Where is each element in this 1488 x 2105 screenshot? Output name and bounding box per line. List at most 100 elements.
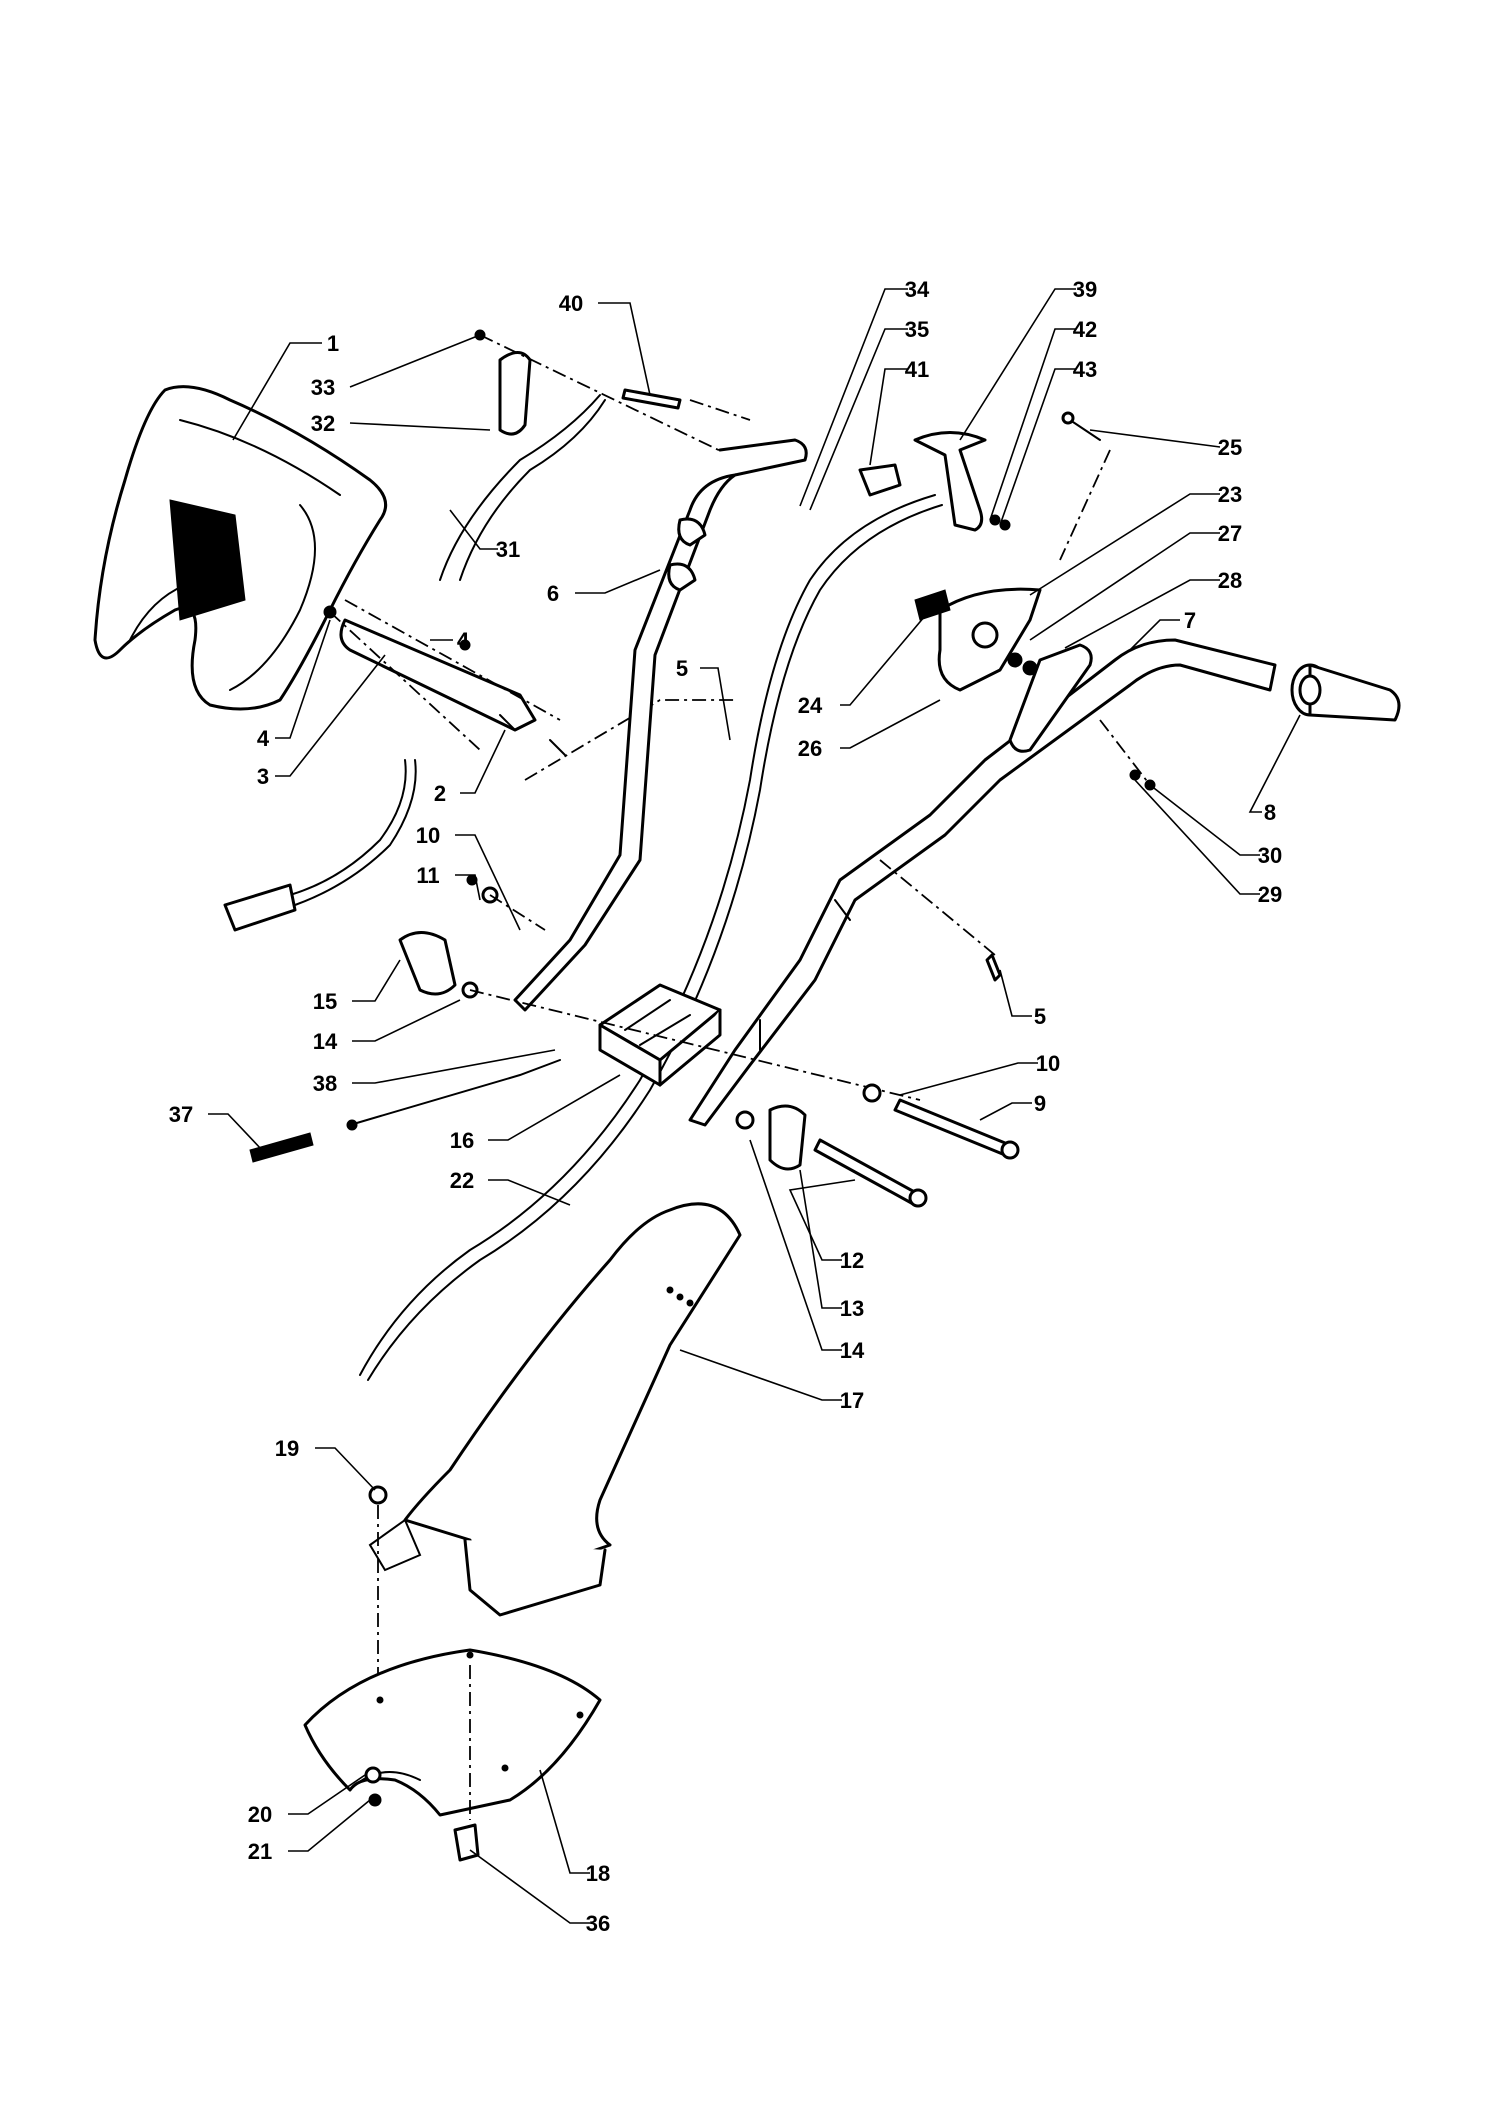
- bolt-part-25: [1059, 411, 1111, 561]
- leader-line: [352, 999, 461, 1042]
- clip-part-28: [1008, 643, 1093, 753]
- part-number: 28: [1218, 568, 1242, 593]
- part-label-23: 23: [1029, 482, 1242, 596]
- handlebar-part-7: [688, 638, 1277, 1127]
- part-label-27: 27: [1029, 521, 1242, 641]
- part-label-2: 2: [434, 729, 506, 806]
- leader-line: [1149, 784, 1260, 856]
- part-number: 15: [313, 989, 337, 1014]
- part-label-10: 10: [899, 1051, 1060, 1096]
- part-number: 4: [257, 726, 270, 751]
- part-number: 25: [1218, 435, 1242, 460]
- leader-line: [959, 288, 1076, 441]
- part-label-14: 14: [749, 1139, 865, 1363]
- part-number: 19: [275, 1436, 299, 1461]
- cable-part-31: [439, 329, 761, 581]
- cable-part-38: [346, 1059, 561, 1131]
- leader-line: [899, 1062, 1038, 1096]
- part-number: 16: [450, 1128, 474, 1153]
- part-number: 10: [416, 823, 440, 848]
- leader-line: [840, 699, 941, 749]
- part-number: 30: [1258, 843, 1282, 868]
- part-label-29: 29: [1134, 779, 1282, 907]
- part-number: 5: [676, 656, 688, 681]
- part-number: 13: [840, 1296, 864, 1321]
- leader-line: [840, 609, 931, 706]
- part-label-34: 34: [799, 277, 930, 507]
- leader-line: [799, 1169, 842, 1309]
- part-number: 17: [840, 1388, 864, 1413]
- leader-line: [232, 342, 322, 441]
- part-label-6: 6: [547, 569, 661, 606]
- part-number: 38: [313, 1071, 337, 1096]
- part-number: 29: [1258, 882, 1282, 907]
- part-label-20: 20: [248, 1774, 366, 1827]
- leader-line: [809, 328, 908, 511]
- part-number: 26: [798, 736, 822, 761]
- leader-line: [679, 1349, 842, 1401]
- part-label-12: 12: [788, 1179, 864, 1273]
- part-label-14: 14: [313, 999, 461, 1054]
- nuts-part-29-30: [1099, 719, 1156, 791]
- bracket-part-3: [323, 599, 561, 751]
- part-label-25: 25: [1089, 429, 1242, 460]
- part-label-4: 4: [430, 628, 470, 653]
- part-label-17: 17: [679, 1349, 864, 1413]
- part-number: 14: [840, 1338, 865, 1363]
- part-labels: 1333240343541394243253162327287452426438…: [169, 277, 1301, 1936]
- part-label-22: 22: [450, 1168, 571, 1206]
- part-label-5: 5: [999, 969, 1046, 1029]
- cable-part-22: [359, 494, 943, 1381]
- part-number: 22: [450, 1168, 474, 1193]
- part-label-10: 10: [416, 823, 521, 931]
- leader-line: [1248, 714, 1301, 813]
- leader-line: [349, 422, 491, 431]
- leader-line: [349, 334, 481, 388]
- lever-part-39: [858, 431, 1011, 532]
- part-label-5: 5: [676, 656, 731, 741]
- leader-line: [315, 1447, 376, 1491]
- part-label-40: 40: [559, 291, 651, 396]
- control-bracket-part-23: [914, 587, 1042, 692]
- part-number: 42: [1073, 317, 1097, 342]
- lower-guard-part-18: [303, 1648, 602, 1820]
- part-number: 12: [840, 1248, 864, 1273]
- part-number: 18: [586, 1861, 610, 1886]
- leader-line: [449, 509, 498, 550]
- leader-line: [788, 1179, 856, 1261]
- part-label-1: 1: [232, 331, 339, 441]
- part-number: 7: [1184, 608, 1196, 633]
- part-number: 20: [248, 1802, 272, 1827]
- part-number: 31: [496, 537, 520, 562]
- leader-line: [700, 667, 731, 741]
- leader-line: [575, 569, 661, 594]
- leader-line: [999, 368, 1076, 526]
- part-number: 35: [905, 317, 929, 342]
- leader-line: [275, 654, 386, 777]
- spring-part-37: [249, 1132, 314, 1163]
- part-label-42: 42: [989, 317, 1097, 521]
- cover-part-1: [93, 385, 388, 711]
- leader-line: [1029, 532, 1220, 641]
- leader-line: [352, 959, 401, 1002]
- part-number: 34: [905, 277, 930, 302]
- leader-line: [469, 1849, 590, 1924]
- leader-line: [455, 874, 481, 901]
- leader-line: [1134, 779, 1260, 895]
- part-number: 41: [905, 357, 929, 382]
- part-label-3: 3: [257, 654, 386, 789]
- knob-part-15: [398, 874, 921, 1101]
- leader-line: [598, 302, 651, 396]
- part-label-37: 37: [169, 1102, 263, 1151]
- part-label-30: 30: [1149, 784, 1282, 868]
- leader-line: [288, 1799, 371, 1852]
- part-label-35: 35: [809, 317, 929, 511]
- part-label-38: 38: [313, 1049, 556, 1096]
- bolt-part-5: [879, 859, 1002, 982]
- part-number: 27: [1218, 521, 1242, 546]
- leader-line: [539, 1769, 590, 1874]
- leader-line: [488, 1179, 571, 1206]
- part-number: 36: [586, 1911, 610, 1936]
- part-number: 10: [1036, 1051, 1060, 1076]
